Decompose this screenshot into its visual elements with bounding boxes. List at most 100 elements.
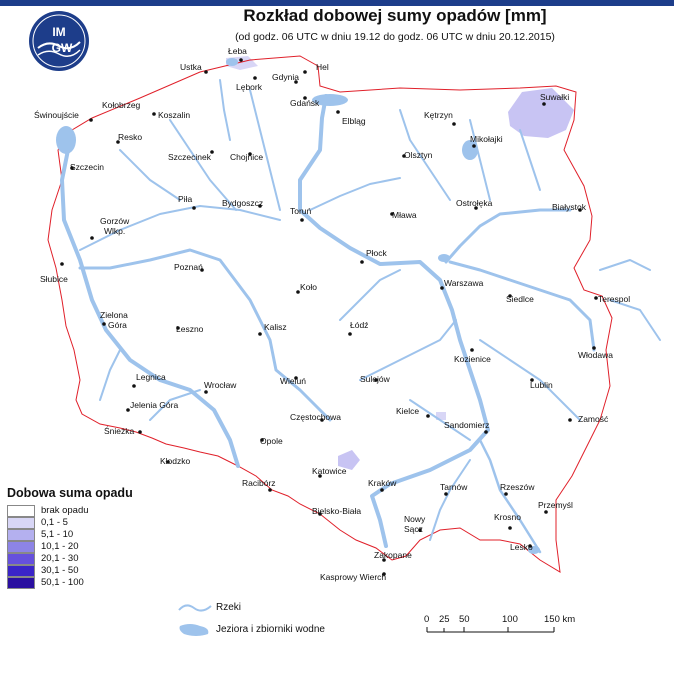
layer-legend: Rzeki Jeziora i zbiorniki wodne (178, 598, 438, 642)
city-zakopane: Zakopane (374, 550, 412, 560)
legend-swatch (7, 505, 35, 517)
city-krosno: Krosno (494, 512, 521, 522)
city-przemysl: Przemyśl (538, 500, 573, 510)
map-title: Rozkład dobowej sumy opadów [mm] (243, 6, 547, 25)
city-opole: Opole (260, 436, 283, 446)
city-lublin: Lublin (530, 380, 553, 390)
legend-swatch (7, 541, 35, 553)
city-kozienice: Kozienice (454, 354, 491, 364)
city-czestochowa: Częstochowa (290, 412, 341, 422)
scale-tick-150: 150 km (544, 614, 575, 625)
city-ostroleka: Ostrołęka (456, 198, 493, 208)
lake-zalew-wislany (312, 94, 348, 106)
city-bialystok: Białystok (552, 202, 587, 212)
legend-rivers-label: Rzeki (216, 602, 242, 613)
scale-tick-0: 0 (424, 614, 429, 625)
city-chojnice: Chojnice (230, 152, 263, 162)
river-icon (178, 604, 212, 612)
city-hel: Hel (316, 62, 329, 72)
city-szczecin: Szczecin (70, 162, 104, 172)
city-suwalki: Suwałki (540, 92, 569, 102)
city-kasprowy: Kasprowy Wierch (320, 572, 386, 582)
city-pila: Piła (178, 194, 192, 204)
city-lodz: Łódź (350, 320, 368, 330)
legend-item: 0,1 - 5 (7, 517, 167, 529)
city-bydgoszcz: Bydgoszcz (222, 198, 263, 208)
legend-swatch (7, 553, 35, 565)
top-bar (0, 0, 674, 6)
scale-tick-100: 100 (502, 614, 518, 625)
legend-item: brak opadu (7, 505, 167, 517)
city-kielce: Kielce (396, 406, 419, 416)
city-torun: Toruń (290, 206, 312, 216)
city-siedlce: Siedlce (506, 294, 534, 304)
city-resko: Resko (118, 132, 142, 142)
city-poznan: Poznań (174, 262, 203, 272)
legend-item: 10,1 - 20 (7, 541, 167, 553)
legend-label: 0,1 - 5 (41, 517, 68, 528)
city-swinoujscie: Świnoujście (34, 109, 79, 120)
city-olsztyn: Olsztyn (404, 150, 433, 160)
city-jelenia-gora: Jelenia Góra (130, 400, 178, 410)
legend-label: 5,1 - 10 (41, 529, 74, 540)
city-rzeszow: Rzeszów (500, 482, 535, 492)
city-wlkp: Wlkp. (104, 226, 125, 236)
city-terespol: Terespol (598, 294, 630, 304)
city-warszawa: Warszawa (444, 278, 484, 288)
legend-label: 50,1 - 100 (41, 577, 84, 588)
precip-area-suwalki (508, 88, 574, 138)
city-szczecinek: Szczecinek (168, 152, 212, 162)
legend-swatch (7, 529, 35, 541)
legend-rivers: Rzeki (178, 598, 438, 620)
city-lesko: Lesko (510, 542, 533, 552)
scale-tick-50: 50 (459, 614, 470, 625)
legend-label: 20,1 - 30 (41, 553, 79, 564)
city-tarnow: Tarnów (440, 482, 468, 492)
city-plock: Płock (366, 248, 388, 258)
legend-lakes-label: Jeziora i zbiorniki wodne (216, 624, 325, 635)
map-subtitle: (od godz. 06 UTC w dniu 19.12 do godz. 0… (235, 31, 555, 43)
city-leszno: Leszno (176, 324, 204, 334)
legend-item: 50,1 - 100 (7, 577, 167, 589)
city-zielona: Zielona (100, 310, 128, 320)
city-katowice: Katowice (312, 466, 347, 476)
legend-item: 5,1 - 10 (7, 529, 167, 541)
city-bielsko: Bielsko-Biała (312, 506, 361, 516)
lake-icon (179, 624, 209, 636)
city-sacz: Sącz (404, 524, 423, 534)
precip-legend: brak opadu 0,1 - 5 5,1 - 10 10,1 - 20 20… (7, 505, 167, 589)
scale-bar: 0 25 50 100 150 km (424, 614, 575, 633)
city-wlodawa: Włodawa (578, 350, 613, 360)
city-kolobrzeg: Kołobrzeg (102, 100, 141, 110)
legend-label: 30,1 - 50 (41, 565, 79, 576)
city-zamosc: Zamość (578, 414, 609, 424)
lake-szczecin (56, 126, 76, 154)
legend-lakes: Jeziora i zbiorniki wodne (178, 620, 438, 642)
scale-tick-25: 25 (439, 614, 450, 625)
city-ketrzyn: Kętrzyn (424, 110, 453, 120)
city-koszalin: Koszalin (158, 110, 190, 120)
city-kalisz: Kalisz (264, 322, 287, 332)
city-mlawa: Mława (392, 210, 417, 220)
legend-swatch (7, 517, 35, 529)
city-lebork: Lębork (236, 82, 263, 92)
legend-item: 20,1 - 30 (7, 553, 167, 565)
svg-text:IM: IM (52, 25, 65, 39)
city-ustka: Ustka (180, 62, 202, 72)
city-leba: Łeba (228, 46, 247, 56)
legend-label: brak opadu (41, 505, 89, 516)
city-elblag: Elbląg (342, 116, 366, 126)
city-gdansk: Gdańsk (290, 98, 320, 108)
city-raciborz: Racibórz (242, 478, 276, 488)
legend-title: Dobowa suma opadu (7, 486, 133, 500)
country-border (47, 55, 613, 573)
city-slubice: Słubice (40, 274, 68, 284)
legend-item: 30,1 - 50 (7, 565, 167, 577)
city-mikolajki: Mikołajki (470, 134, 503, 144)
city-wielun: Wieluń (280, 376, 306, 386)
city-krakow: Kraków (368, 478, 397, 488)
legend-swatch (7, 577, 35, 589)
city-gora: Góra (108, 320, 127, 330)
city-sniezka: Śnieżka (104, 425, 135, 436)
